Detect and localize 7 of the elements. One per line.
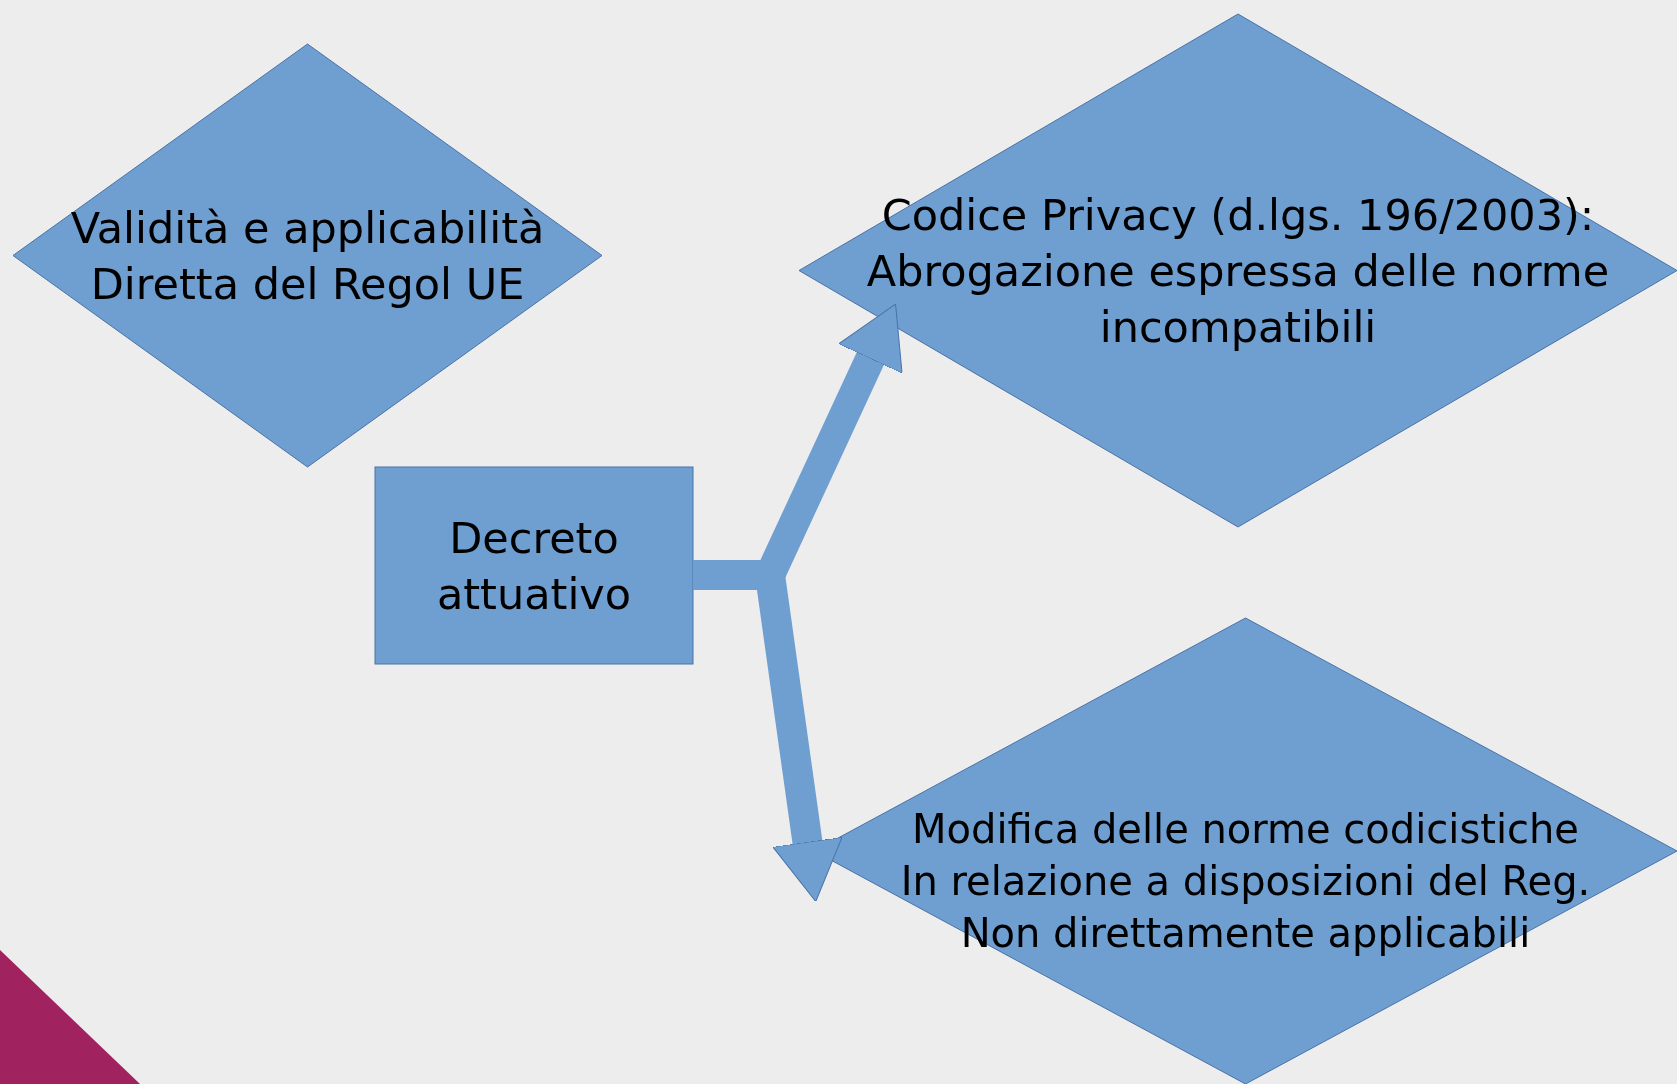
decision-diamond xyxy=(13,44,602,467)
node-label: Validità e applicabilità Diretta del Regol UE xyxy=(69,201,546,311)
node-label: Decreto attuativo xyxy=(435,511,633,621)
decision-diamond xyxy=(799,14,1677,527)
node-label: Modifica delle norme codicistiche In relazione a disposizioni del Reg. Non direttamente applicabili xyxy=(899,805,1592,958)
node-label: Codice Privacy (d.lgs. 196/2003): Abrogazione espressa delle norme incompatibili xyxy=(865,188,1611,354)
process-box xyxy=(375,467,693,664)
